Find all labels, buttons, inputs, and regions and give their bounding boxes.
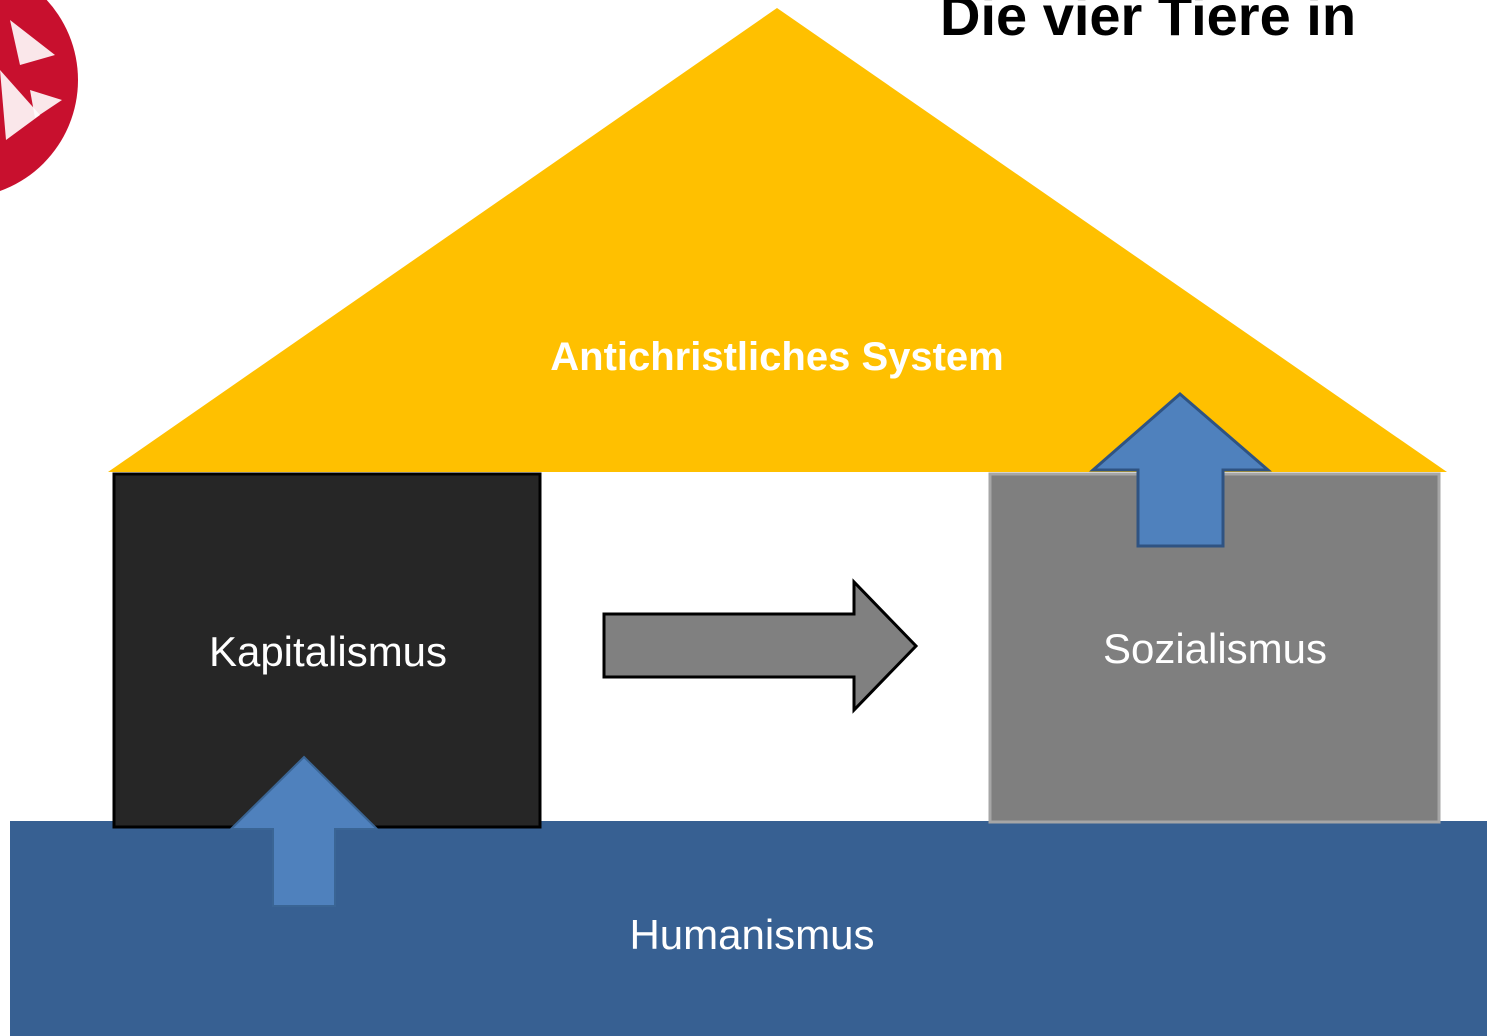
right-arrow-icon [602,578,919,714]
slide-title: Die vier Tiere in [940,0,1357,47]
up-arrow-right-icon [1089,392,1273,548]
roof-triangle [108,8,1447,472]
left-box-label: Kapitalismus [208,628,448,675]
up-arrow-left-icon [228,755,380,907]
logo-icon [0,0,78,191]
roof-label: Antichristliches System [550,335,1004,379]
base-bar [10,821,1487,1036]
base-label: Humanismus [629,911,875,958]
left-box [112,472,542,829]
right-box-label: Sozialismus [1102,625,1328,672]
